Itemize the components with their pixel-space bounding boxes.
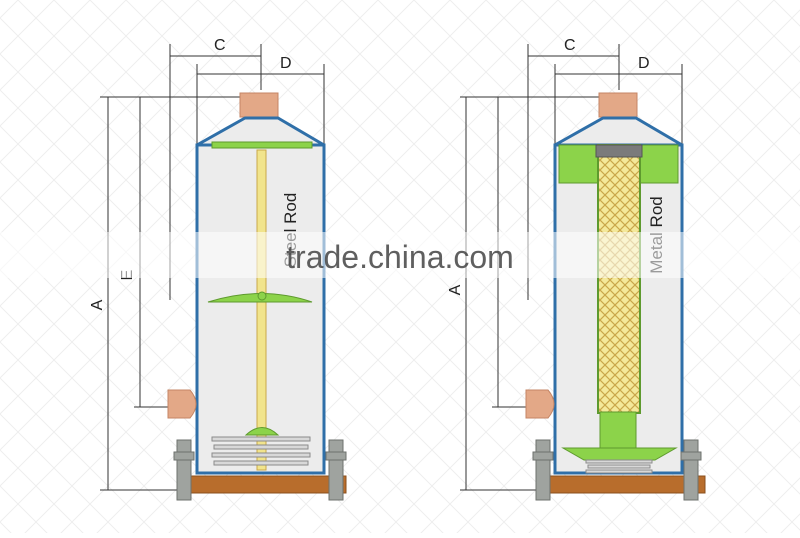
right-bolt-left — [532, 439, 554, 501]
right-dimension-c-d — [527, 44, 683, 300]
right-base-plate — [536, 475, 706, 494]
left-side-fitting — [167, 389, 197, 419]
right-label-d: D — [638, 55, 650, 72]
left-label-a: A — [89, 299, 106, 310]
right-bolt-right — [680, 439, 702, 501]
right-top-fitting — [598, 92, 638, 118]
watermark-text: trade.china.com — [286, 239, 514, 275]
right-filter-core — [597, 144, 641, 414]
left-steel-rod — [256, 149, 267, 471]
right-label-c: C — [564, 37, 576, 54]
right-label-a: A — [447, 284, 464, 295]
left-top-fitting — [239, 92, 279, 118]
left-lower-dome — [244, 427, 280, 436]
left-label-c: C — [214, 37, 226, 54]
left-label-d: D — [280, 55, 292, 72]
watermark-band — [0, 232, 800, 278]
left-spring — [211, 436, 311, 466]
left-disk-hub — [257, 291, 267, 301]
left-bolt-left — [173, 439, 195, 501]
right-lower-block — [599, 411, 637, 451]
right-spring — [585, 459, 653, 474]
left-base-plate — [177, 475, 347, 494]
right-lower-tray — [561, 447, 678, 461]
left-top-plate — [211, 141, 313, 149]
right-filter-cap — [595, 144, 643, 158]
right-side-fitting — [525, 389, 555, 419]
left-bolt-right — [325, 439, 347, 501]
